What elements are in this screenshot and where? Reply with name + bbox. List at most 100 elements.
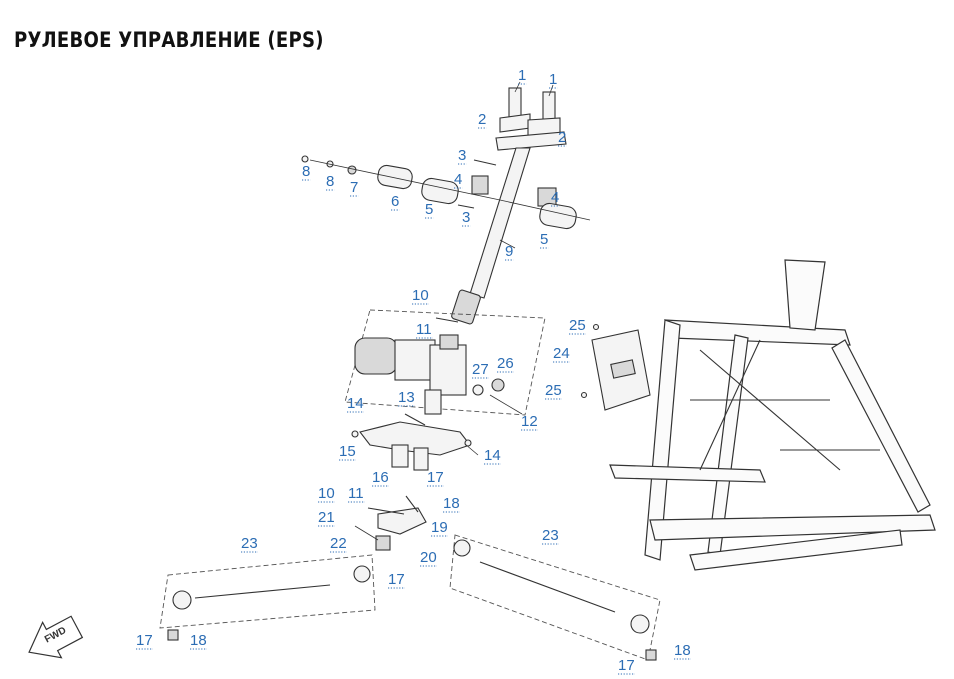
callout-26: 26 <box>497 355 514 372</box>
callout-12: 12 <box>521 413 538 430</box>
axis-line-left <box>309 159 501 201</box>
eps-gearbox <box>429 344 467 396</box>
pitman-plate <box>377 507 427 535</box>
leader <box>548 84 554 97</box>
steering-bracket <box>351 413 472 471</box>
bushing-5-right <box>539 202 577 230</box>
bushing-6 <box>377 164 413 190</box>
spacer-left <box>347 165 357 175</box>
tie-rod-right-inner <box>453 539 471 557</box>
clamp-base <box>495 131 567 151</box>
callout-5: 5 <box>425 201 433 218</box>
eps-output-shaft <box>424 389 442 415</box>
page-title: РУЛЕВОЕ УПРАВЛЕНИЕ (EPS) <box>14 28 324 52</box>
tie-rod-right-end <box>630 614 650 634</box>
callout-6: 6 <box>391 193 399 210</box>
callout-5: 5 <box>540 231 548 248</box>
eps-body <box>394 339 436 381</box>
callout-2: 2 <box>478 111 486 128</box>
eps-input <box>439 334 459 350</box>
callout-11: 11 <box>348 485 364 502</box>
callout-21: 21 <box>318 509 335 526</box>
shaft-link <box>404 413 426 426</box>
callout-3: 3 <box>458 147 466 164</box>
eps-motor <box>354 337 398 375</box>
bracket-plate <box>359 421 471 456</box>
pitman-bolt <box>367 507 405 515</box>
callout-15: 15 <box>339 443 356 460</box>
callout-1: 1 <box>549 71 557 88</box>
leader-lines <box>354 81 554 541</box>
callout-13: 13 <box>398 389 415 406</box>
callout-25: 25 <box>545 382 562 399</box>
frame-front-crossbar <box>609 464 766 483</box>
sensor-cap <box>491 378 505 392</box>
callout-10: 10 <box>412 287 429 304</box>
callout-17: 17 <box>618 657 635 674</box>
fwd-arrow-shape <box>28 615 84 659</box>
tie-rod-right-nut <box>645 649 657 661</box>
callout-11: 11 <box>416 321 432 338</box>
frame-brace-2 <box>699 339 761 471</box>
bolt-14 <box>464 439 472 447</box>
callout-22: 22 <box>330 535 347 552</box>
callout-19: 19 <box>431 519 448 536</box>
callout-10: 10 <box>318 485 335 502</box>
callout-9: 9 <box>505 243 513 260</box>
tie-rod-left-nut <box>167 629 179 641</box>
callout-8: 8 <box>302 163 310 180</box>
callout-3: 3 <box>462 209 470 226</box>
axis-line-right <box>499 199 591 221</box>
callout-23: 23 <box>542 527 559 544</box>
callout-7: 7 <box>350 179 358 196</box>
callout-24: 24 <box>553 345 570 362</box>
leader <box>354 525 379 541</box>
eps-outline <box>344 309 546 416</box>
leader <box>489 394 523 415</box>
vehicle-frame <box>609 259 936 571</box>
frame-mount <box>784 259 826 331</box>
bracket-boss <box>391 444 409 468</box>
callout-8: 8 <box>326 173 334 190</box>
tie-rod-right-outline <box>449 534 661 661</box>
callout-14: 14 <box>484 447 501 464</box>
fwd-arrow-icon: FWD <box>28 615 84 659</box>
callout-27: 27 <box>472 361 489 378</box>
frame-bottom-rail <box>649 514 936 541</box>
bushing-5-left <box>421 177 459 205</box>
tie-rod-left-inner <box>353 565 371 583</box>
controller-label <box>610 359 636 379</box>
handlebar-bushings <box>301 155 591 230</box>
tie-rod-right-bar <box>479 561 616 613</box>
callout-18: 18 <box>674 642 691 659</box>
screw-25-bottom <box>580 391 588 399</box>
callout-20: 20 <box>420 549 437 566</box>
tie-rod-left-end <box>172 590 192 610</box>
pin-3-top <box>473 159 497 166</box>
screw-25-top <box>592 323 600 331</box>
steering-column <box>435 87 567 325</box>
leader <box>499 239 516 249</box>
frame-top-bar <box>664 319 851 346</box>
callout-14: 14 <box>347 395 364 412</box>
callout-17: 17 <box>136 632 153 649</box>
frame-rear-diagonal <box>831 339 931 513</box>
eps-assembly <box>344 309 546 416</box>
eps-controller <box>580 323 651 411</box>
callout-18: 18 <box>190 632 207 649</box>
leader <box>464 443 479 456</box>
callout-23: 23 <box>241 535 258 552</box>
callout-16: 16 <box>372 469 389 486</box>
tie-rod-left-outline <box>159 554 376 629</box>
bolt-15 <box>351 430 359 438</box>
pitman-arm <box>367 495 427 551</box>
pin-3-bottom <box>457 204 475 209</box>
tie-rod-left-bar <box>194 584 331 599</box>
tie-rod-left <box>159 554 376 641</box>
callout-4: 4 <box>551 189 559 206</box>
nut-22 <box>375 535 391 551</box>
callout-17: 17 <box>388 571 405 588</box>
callout-18: 18 <box>443 495 460 512</box>
universal-joint <box>451 289 481 325</box>
